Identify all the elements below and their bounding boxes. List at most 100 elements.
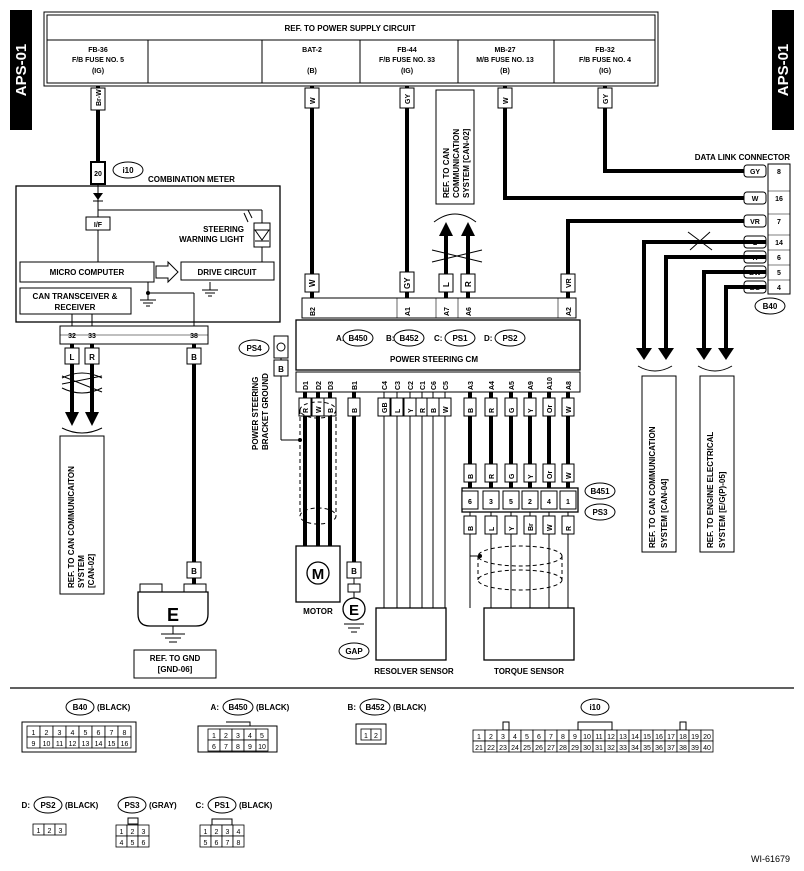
- legend-pin-i10-0-11: 12: [607, 734, 615, 741]
- cm-bottom-wire-box-14: [542, 397, 556, 417]
- legend-pin-b40-1-3: 12: [69, 741, 77, 748]
- legend-pin-ps1-1-2: 7: [226, 840, 230, 847]
- fuse-power-0: (IG): [92, 68, 104, 75]
- can02-upper: REF. TO CAN COMMUNICATION SYSTEM [CAN-02…: [431, 89, 483, 298]
- legend-pin-ps3-1-1: 5: [131, 840, 135, 847]
- torque-bottom-box-4: [542, 515, 556, 535]
- torque-pin-3: 2: [528, 499, 532, 506]
- legend-pin-b450-0-1: 2: [224, 733, 228, 740]
- meter-pin-32: 32: [68, 333, 76, 340]
- legend-pin-b40-1-2: 11: [56, 741, 63, 748]
- legend-pin-i10-1-12: 33: [619, 745, 627, 752]
- legend-cell-ps2-0-2: [54, 823, 67, 836]
- supply-wire-brw: Br-W: [96, 89, 103, 106]
- legend-color-ps2: (BLACK): [65, 801, 99, 810]
- legend-pin-ps2-0-1: 2: [48, 828, 52, 835]
- torque-bottom-wire-1: L: [489, 526, 496, 531]
- legend-pin-b40-1-4: 13: [82, 741, 90, 748]
- legend-pin-i10-1-11: 32: [607, 745, 615, 752]
- legend-pin-i10-1-4: 25: [523, 745, 531, 752]
- torque-pin-0: 6: [468, 499, 472, 506]
- torque-bottom-wire-3: Br: [528, 523, 535, 531]
- data-link-title: DATA LINK CONNECTOR: [695, 153, 790, 162]
- legend-pin-b40-1-6: 15: [108, 741, 116, 748]
- cm-top-pin-0: B2: [310, 307, 317, 316]
- cm-top-pin-3: A6: [466, 307, 473, 316]
- motor-label: MOTOR: [303, 607, 333, 616]
- legend-pin-ps1-0-1: 2: [215, 829, 219, 836]
- cm-top-pin-2: A7: [444, 307, 451, 316]
- legend-color-b450: (BLACK): [256, 703, 290, 712]
- torque-pin-5: 1: [566, 499, 570, 506]
- torque-bottom-box-1: [484, 515, 498, 535]
- legend-cell-i10-1-19: [700, 740, 714, 753]
- page-tab-left: APS-01: [10, 10, 32, 130]
- legend-pin-i10-0-1: 2: [489, 734, 493, 741]
- legend-pin-b40-0-4: 5: [84, 730, 88, 737]
- meter-pin-33: 33: [88, 333, 96, 340]
- page-code-right: APS-01: [775, 44, 792, 97]
- cm-bottom-pin-14: A10: [547, 377, 554, 390]
- cm-bottom-pin-5: C3: [395, 381, 402, 390]
- cm-bottom-wire-13: Y: [528, 408, 535, 413]
- legend-pin-i10-1-3: 24: [511, 745, 519, 752]
- cm-bottom-wire-box-15: [561, 397, 575, 417]
- dlc-wire-1: W: [752, 196, 759, 203]
- resolver-sensor: RESOLVER SENSOR: [374, 607, 454, 676]
- steering-light-label: STEERING: [203, 225, 244, 234]
- legend-pin-b40-0-7: 8: [123, 730, 127, 737]
- can02-lower-line3: [CAN-02]: [87, 553, 96, 588]
- legend-pin-i10-1-19: 40: [703, 745, 711, 752]
- legend-pin-ps1-1-3: 8: [237, 840, 241, 847]
- cm-conn-prefix-a: A:: [336, 334, 344, 343]
- dlc-wire-0: GY: [750, 169, 760, 176]
- can-lower-wire-r: R: [89, 353, 95, 362]
- dlc-pin-5: 5: [777, 270, 781, 277]
- legend-i10-tab-r: [679, 721, 687, 731]
- ps4-label-1: POWER STEERING: [251, 377, 260, 450]
- legend-pin-i10-1-10: 31: [595, 745, 603, 752]
- legend-cell-b40-1-7: [117, 736, 132, 749]
- legend-pin-i10-0-14: 15: [643, 734, 651, 741]
- legend-pin-i10-1-18: 39: [691, 745, 699, 752]
- legend-pin-i10-0-6: 7: [549, 734, 553, 741]
- legend-pin-ps1-0-0: 1: [204, 829, 208, 836]
- dlc-wire-box-1: [743, 191, 767, 205]
- legend-code-ps3: PS3: [124, 801, 140, 810]
- torque-bottom-wire-4: W: [547, 524, 554, 531]
- legend-cell-ps1-1-3: [232, 835, 245, 848]
- torque-pin-box-2: [502, 490, 520, 510]
- resolver-label: RESOLVER SENSOR: [374, 667, 454, 676]
- cm-bottom-wire-15: W: [566, 406, 573, 413]
- torque-bottom-wire-2: Y: [509, 526, 516, 531]
- legend-pin-i10-1-5: 26: [535, 745, 543, 752]
- cm-bottom-pin-7: C1: [420, 381, 427, 390]
- can04-line2: SYSTEM [CAN-04]: [660, 478, 669, 548]
- can-receiver-label: RECEIVER: [55, 303, 96, 312]
- dlc-pin-4: 6: [777, 255, 781, 262]
- legend-pin-ps2-0-2: 3: [59, 828, 63, 835]
- torque-pin-box-1: [482, 490, 500, 510]
- can-transceiver-label: CAN TRANSCEIVER &: [33, 292, 118, 301]
- cm-bottom-pin-11: A4: [489, 381, 496, 390]
- legend-pin-ps3-1-0: 4: [120, 840, 124, 847]
- cm-top-pin-1: A1: [405, 307, 412, 316]
- torque-top-wire-1: R: [489, 474, 496, 479]
- legend-pin-i10-0-5: 6: [537, 734, 541, 741]
- legend-color-b40: (BLACK): [97, 703, 131, 712]
- legend-pin-b450-1-4: 10: [258, 744, 266, 751]
- legend-pin-i10-0-15: 16: [655, 734, 663, 741]
- cm-bottom-wire-7: R: [420, 408, 427, 413]
- cm-top-wire-gy: GY: [403, 277, 412, 289]
- cm-conn-prefix-b: B:: [386, 334, 394, 343]
- cm-top-wire-w: W: [308, 279, 317, 287]
- cm-bottom-pin-13: A9: [528, 381, 535, 390]
- legend-pin-b40-0-2: 3: [58, 730, 62, 737]
- page-tab-right: APS-01: [772, 10, 794, 130]
- legend-pin-i10-1-14: 35: [643, 745, 651, 752]
- legend-pin-i10-0-12: 13: [619, 734, 627, 741]
